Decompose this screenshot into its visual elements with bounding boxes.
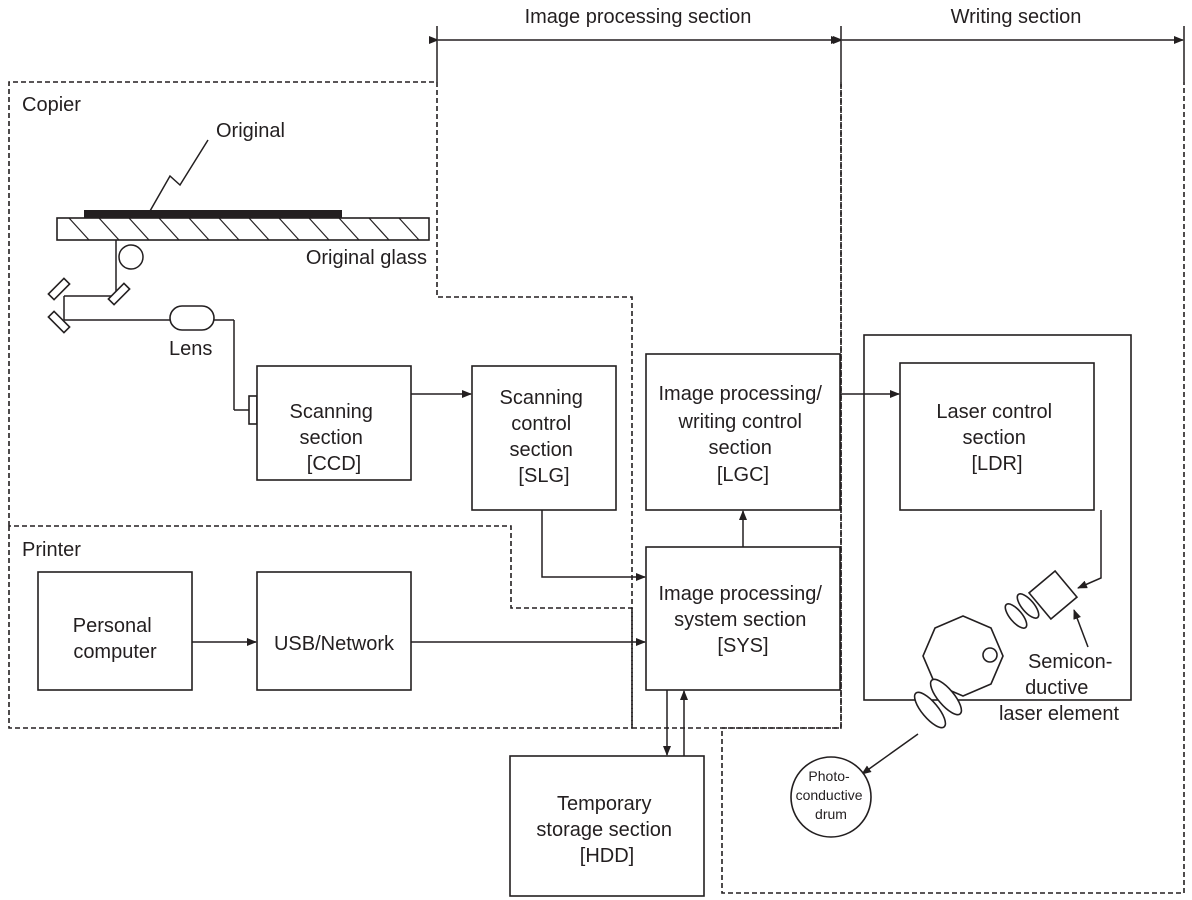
scanning-section-ccd-box [256, 365, 412, 481]
section-header-writing: Writing section [833, 6, 1185, 82]
arrow-ldr-to-laser [1077, 510, 1102, 589]
usb-network-box [256, 571, 412, 691]
laser-control-ldr-text: Laser control section [LDR] [936, 401, 1057, 475]
image-processing-system-sys-box [645, 546, 841, 691]
personal-computer-text: Personal computer [73, 615, 158, 663]
laser-control-ldr-box [899, 362, 1095, 511]
lens-icon [169, 305, 215, 331]
original-document [84, 210, 342, 218]
original-glass [56, 217, 430, 241]
original-leader-line [149, 139, 209, 212]
semiconductive-laser-icon [1027, 569, 1079, 621]
laser-optics [861, 569, 1089, 775]
usb-network-text: USB/Network [274, 633, 395, 655]
original-label: Original [216, 120, 285, 142]
section-header-image-processing: Image processing section [429, 6, 841, 82]
personal-computer-box [37, 571, 193, 691]
writing-region-boundary [721, 82, 1185, 894]
lens-label: Lens [169, 338, 212, 360]
polygon-mirror-icon [922, 615, 1004, 697]
copier-region-label: Copier [22, 94, 81, 116]
semiconductive-laser-label: Semicon- ductive laser element [999, 651, 1120, 725]
image-processing-writing-lgc-text: Image processing/ writing control sectio… [659, 383, 828, 486]
scanning-control-slg-box [471, 365, 617, 511]
scanning-optics [47, 240, 258, 425]
copier-region-boundary [8, 81, 633, 609]
original-glass-label: Original glass [306, 247, 427, 269]
arrow-slg-to-sys [541, 510, 646, 581]
image-processing-writing-lgc-box [645, 353, 841, 511]
ccd-sensor-icon [248, 395, 258, 425]
header-image-processing-label: Image processing section [525, 6, 752, 28]
photoconductive-drum-icon [790, 756, 872, 838]
photoconductive-drum-label: Photo- conductive drum [796, 768, 867, 822]
temporary-storage-hdd-box [509, 755, 705, 897]
temporary-storage-hdd-text: Temporary storage section [HDD] [536, 793, 677, 867]
printer-region-label: Printer [22, 539, 81, 561]
header-writing-label: Writing section [951, 6, 1082, 28]
scanning-control-slg-text: Scanning control section [SLG] [500, 387, 589, 487]
scanning-section-ccd-text: Scanning section [CCD] [290, 401, 379, 475]
image-processing-system-sys-text: Image processing/ system section [SYS] [659, 583, 828, 657]
